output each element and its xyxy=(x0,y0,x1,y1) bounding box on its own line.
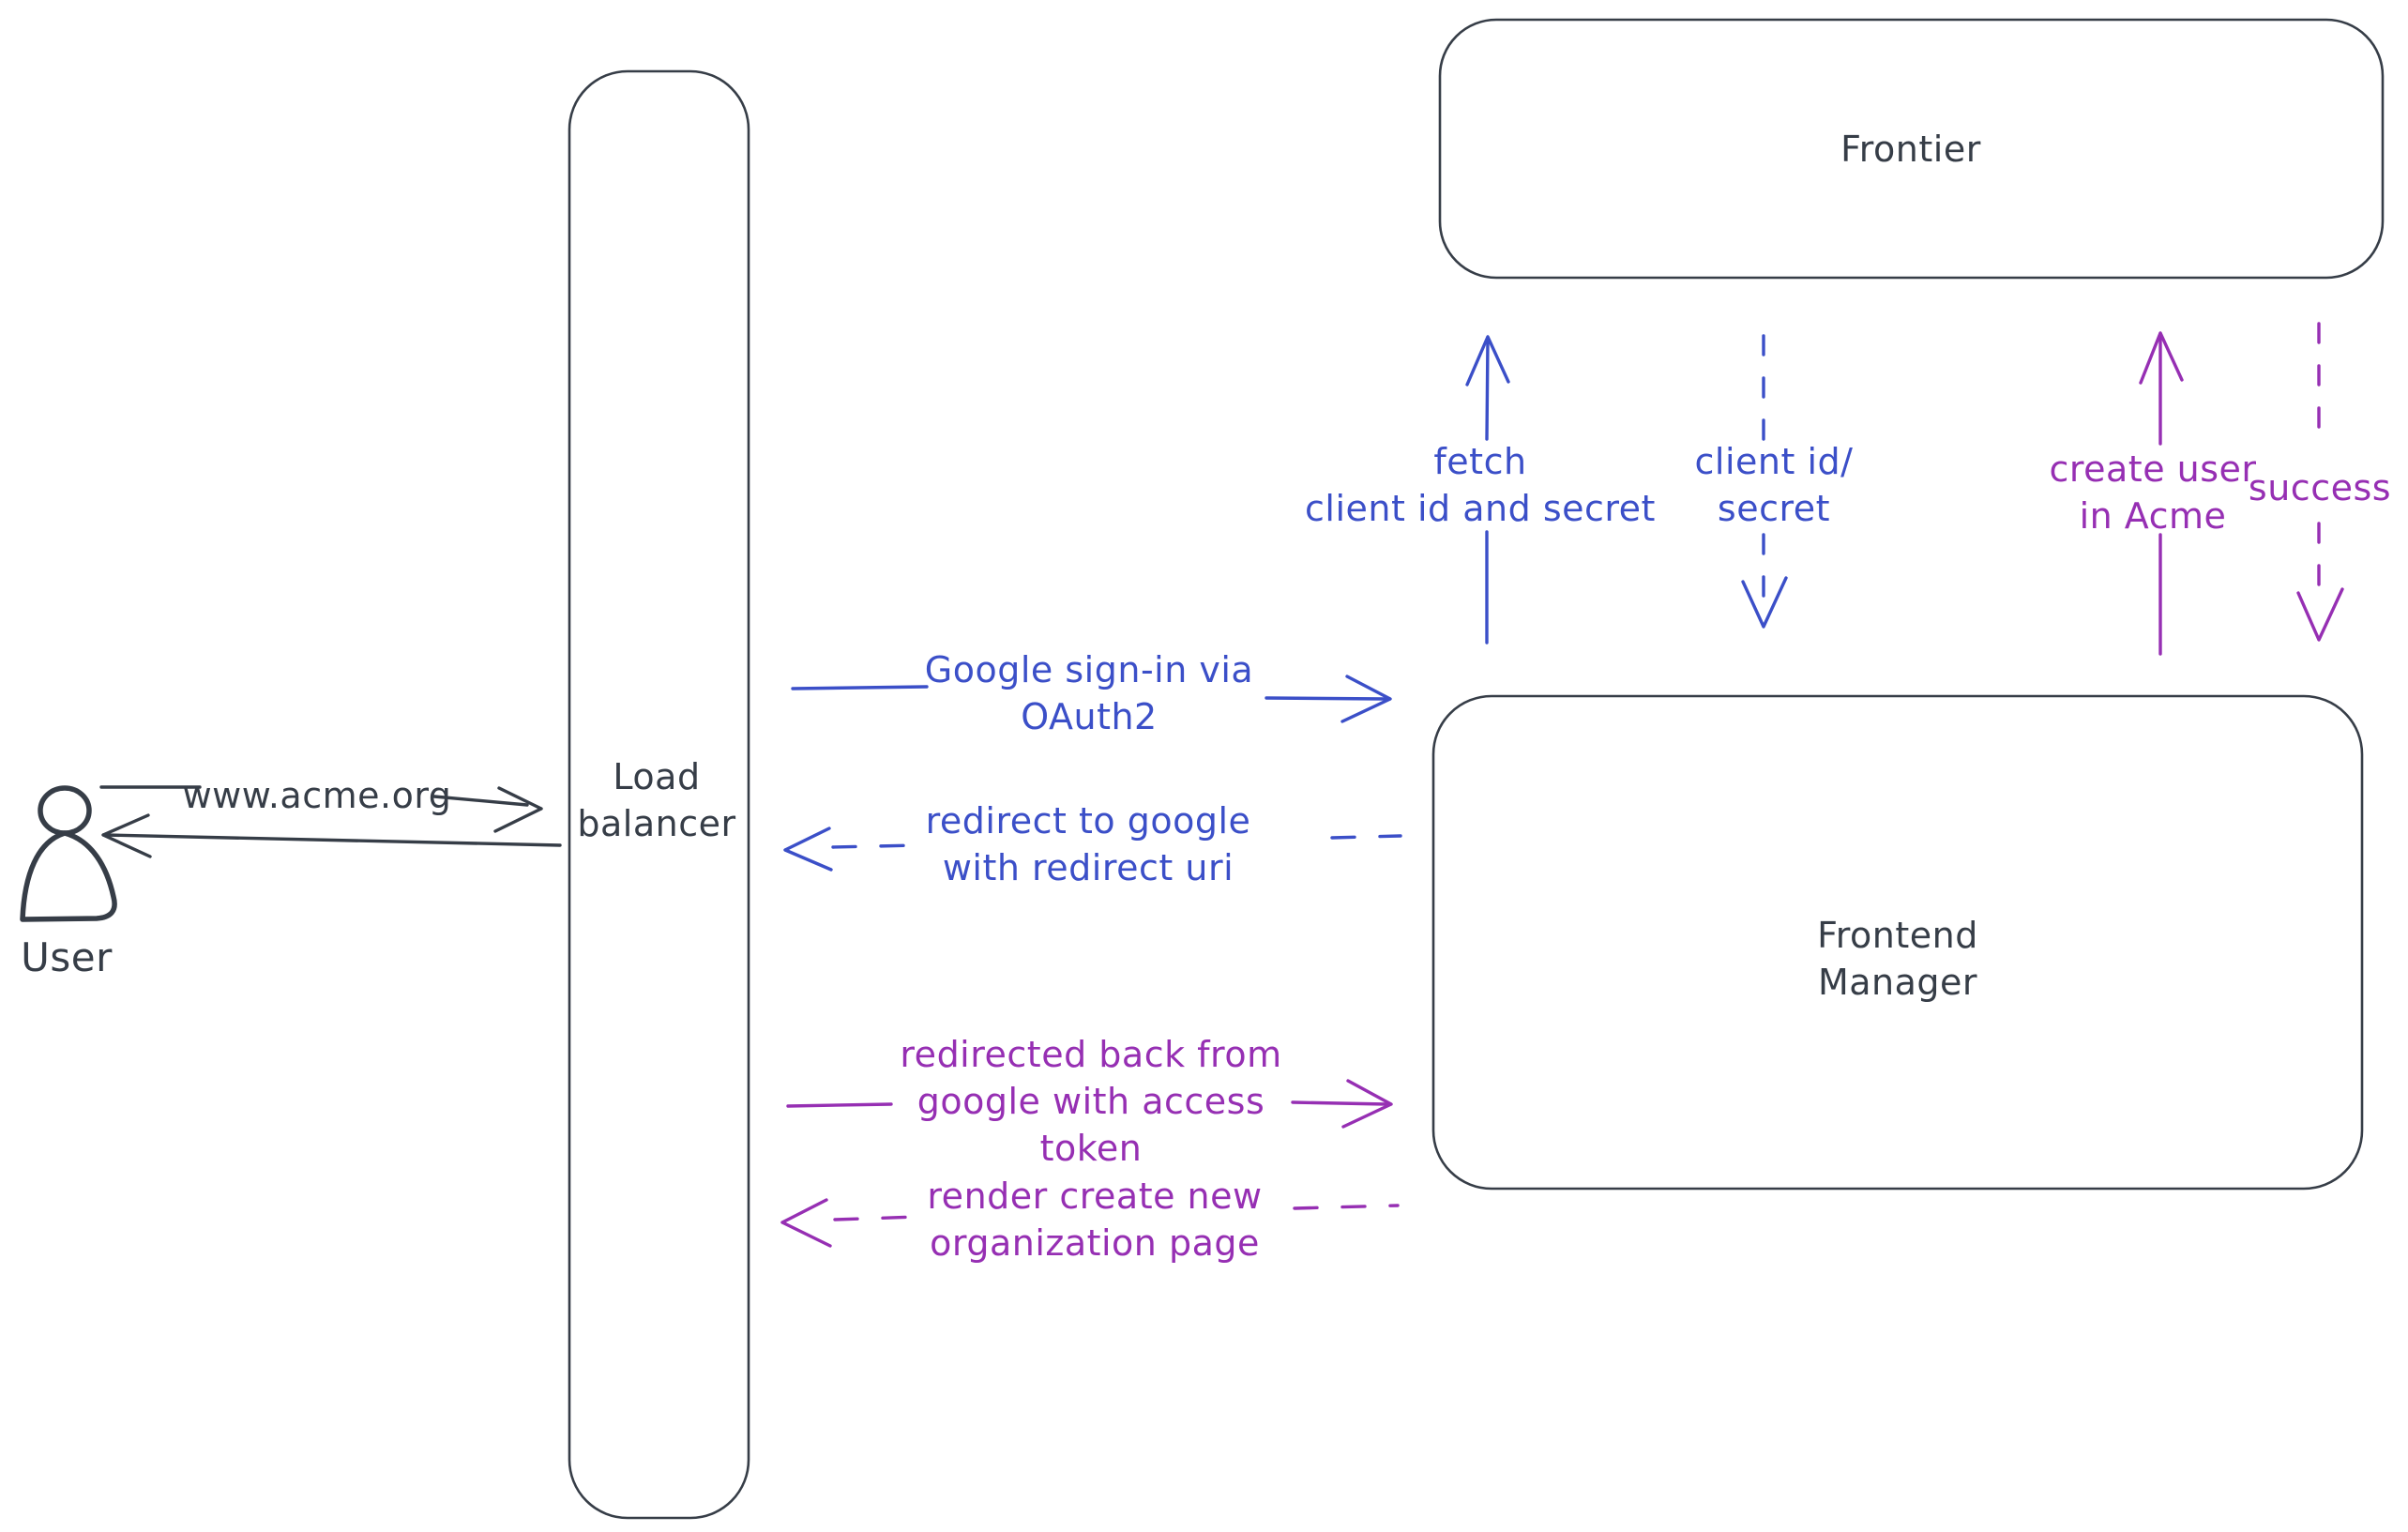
client-id-secret-arrow xyxy=(1741,334,1788,629)
fetch-arrow xyxy=(1465,335,1510,645)
response-arrow xyxy=(101,813,562,858)
load-balancer-box xyxy=(568,69,750,1520)
render-page-arrow xyxy=(780,1198,1400,1248)
success-arrow xyxy=(2296,322,2344,642)
frontend-manager-box xyxy=(1431,694,2364,1191)
google-signin-arrow xyxy=(791,675,1392,723)
create-user-arrow xyxy=(2139,331,2184,656)
frontier-box xyxy=(1438,18,2385,280)
user-icon xyxy=(20,785,117,922)
redirected-back-arrow xyxy=(786,1079,1393,1129)
www-acme-arrow xyxy=(99,785,543,833)
redirect-arrow xyxy=(783,827,1402,872)
